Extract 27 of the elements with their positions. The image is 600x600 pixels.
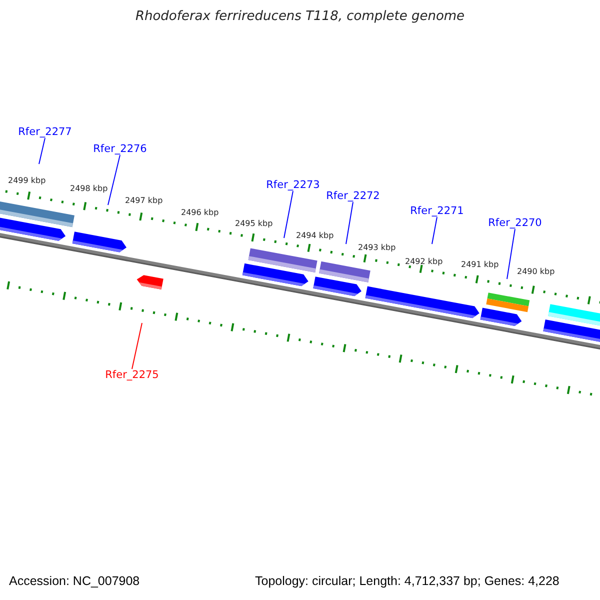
gene-label: Rfer_2271 [410,205,464,218]
genome-info-text: Topology: circular; Length: 4,712,337 bp; Genes: 4,228 [255,574,560,588]
scale-label: 2494 kbp [296,231,334,240]
leader-line [432,216,438,244]
gene-label: Rfer_2275 [105,369,159,382]
scale-label: 2490 kbp [517,267,555,276]
gene-label: Rfer_2276 [93,143,147,156]
scale-label: 2498 kbp [70,184,108,194]
gene-label: Rfer_2272 [326,190,380,202]
leader-line [506,228,516,280]
gene-label: Rfer_2270 [488,217,542,230]
leader-line [132,322,142,370]
scale-label: 2493 kbp [358,243,396,252]
gene-label: Rfer_2273 [266,179,320,192]
accession-text: Accession: NC_007908 [9,574,140,588]
scale-label: 2499 kbp [8,176,46,186]
chart-title: Rhodoferax ferrireducens T118, complete genome [134,10,466,25]
leader-line [108,154,120,206]
scale-label: 2497 kbp [125,196,163,206]
leader-line [346,202,354,244]
gene-label: Rfer_2277 [18,126,72,138]
scale-label: 2492 kbp [405,257,443,266]
scale-label: 2495 kbp [235,219,273,228]
leader-line [284,190,294,238]
scale-label: 2491 kbp [461,260,499,270]
scale-label: 2496 kbp [181,208,219,218]
leader-line [38,138,46,164]
